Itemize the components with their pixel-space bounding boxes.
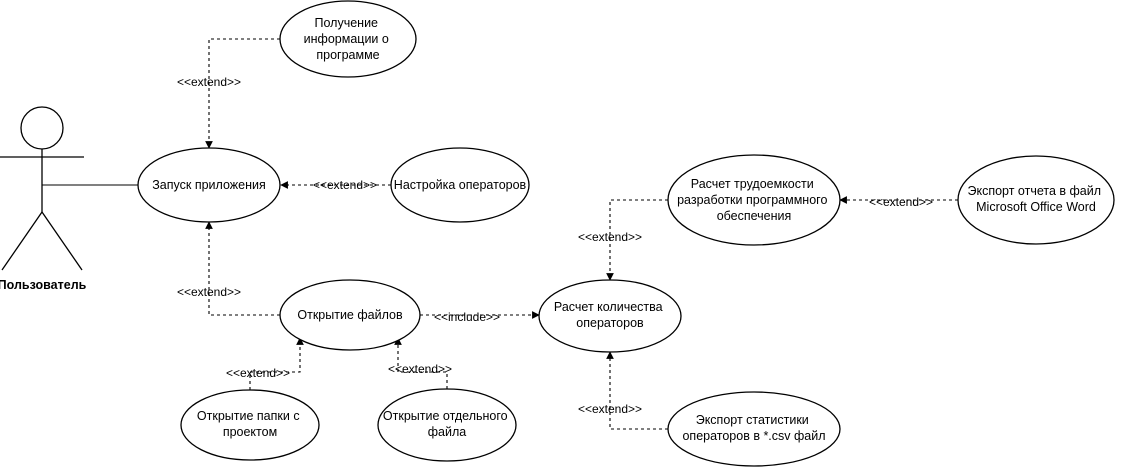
use-case-settings[interactable]: Настройка операторов bbox=[390, 147, 530, 223]
relation-info-extend[interactable]: <<extend>> bbox=[177, 38, 280, 149]
relation-labor-extend[interactable]: <<extend>> bbox=[578, 199, 668, 281]
actor-leg-right bbox=[41, 211, 83, 271]
relation-settings-extend[interactable]: <<extend>> bbox=[280, 178, 391, 192]
relation-line bbox=[394, 337, 448, 389]
svg-text:Открытие папки с проек: Открытие папки с проектом bbox=[197, 409, 303, 439]
relations-layer: <<extend>> <<extend>> <<extend>> <<inclu… bbox=[177, 38, 958, 430]
actor-leg-left bbox=[1, 211, 43, 271]
use-case-label-line: Открытие файлов bbox=[297, 308, 403, 322]
relation-openfiles-include[interactable]: <<include>> bbox=[420, 310, 540, 324]
relation-file-extend[interactable]: <<extend>> bbox=[388, 337, 452, 389]
relation-label: <<extend>> bbox=[177, 285, 241, 299]
use-cases-layer: Получение информации о программе Запуск … bbox=[137, 0, 1115, 467]
use-case-label-line: Настройка операторов bbox=[394, 178, 527, 192]
use-case-label-line: информации о bbox=[304, 32, 389, 46]
svg-text:Открытие файлов: Открытие файлов bbox=[297, 308, 403, 322]
relation-line bbox=[205, 221, 280, 316]
actor-head bbox=[20, 106, 64, 150]
relation-label: <<extend>> bbox=[313, 178, 377, 192]
use-case-label-line: обеспечения bbox=[717, 209, 792, 223]
use-case-label-line: Экспорт отчета в файл bbox=[967, 184, 1101, 198]
use-case-label-line: Открытие отдельного bbox=[383, 409, 508, 423]
relation-line bbox=[205, 38, 280, 149]
actor-user[interactable]: Пользователь bbox=[0, 106, 87, 292]
relation-label: <<include>> bbox=[434, 310, 500, 324]
relation-line bbox=[606, 199, 668, 281]
use-case-label-line: программе bbox=[316, 48, 379, 62]
relation-csv-extend[interactable]: <<extend>> bbox=[578, 351, 668, 430]
use-case-info[interactable]: Получение информации о программе bbox=[279, 0, 417, 78]
use-case-open-files[interactable]: Открытие файлов bbox=[279, 279, 421, 351]
relation-label: <<extend>> bbox=[226, 366, 290, 380]
use-case-label-line: Экспорт статистики bbox=[696, 413, 809, 427]
use-case-label-line: Запуск приложения bbox=[152, 178, 266, 192]
use-case-open-folder[interactable]: Открытие папки с проектом bbox=[180, 389, 320, 461]
use-case-label-line: разработки программного bbox=[677, 193, 827, 207]
relation-word-extend[interactable]: <<extend>> bbox=[839, 195, 958, 209]
relation-line bbox=[606, 351, 668, 430]
use-case-label-line: Открытие папки с bbox=[197, 409, 300, 423]
use-case-label-line: Расчет трудоемкости bbox=[691, 177, 814, 191]
use-case-label-line: Microsoft Office Word bbox=[976, 200, 1096, 214]
svg-text:Экспорт отчета в файл: Экспорт отчета в файл Microsoft Office W… bbox=[967, 184, 1104, 214]
relation-folder-extend[interactable]: <<extend>> bbox=[226, 337, 304, 390]
relation-label: <<extend>> bbox=[578, 402, 642, 416]
use-case-export-csv[interactable]: Экспорт статистики операторов в *.csv фа… bbox=[667, 391, 841, 467]
svg-text:Запуск приложения: Запуск приложения bbox=[152, 178, 266, 192]
use-case-count-operators[interactable]: Расчет количества операторов bbox=[538, 279, 682, 353]
svg-text:Расчет количества опер: Расчет количества операторов bbox=[554, 300, 666, 330]
svg-text:Получение информации о: Получение информации о программе bbox=[304, 16, 393, 62]
use-case-label-line: проектом bbox=[223, 425, 277, 439]
relation-label: <<extend>> bbox=[869, 195, 933, 209]
use-case-labor-estimate[interactable]: Расчет трудоемкости разработки программн… bbox=[667, 154, 841, 246]
relation-line bbox=[249, 337, 304, 390]
use-case-export-word[interactable]: Экспорт отчета в файл Microsoft Office W… bbox=[957, 155, 1115, 245]
relation-label: <<extend>> bbox=[388, 362, 452, 376]
relation-openfiles-extend[interactable]: <<extend>> bbox=[177, 221, 280, 316]
actor-label: Пользователь bbox=[0, 278, 87, 292]
use-case-label-line: операторов bbox=[576, 316, 644, 330]
use-case-open-file[interactable]: Открытие отдельного файла bbox=[377, 388, 517, 462]
use-case-launch[interactable]: Запуск приложения bbox=[137, 147, 281, 223]
svg-text:Настройка операторов: Настройка операторов bbox=[394, 178, 527, 192]
use-case-label-line: Получение bbox=[315, 16, 379, 30]
relation-label: <<extend>> bbox=[177, 75, 241, 89]
svg-text:Открытие отдельного фа: Открытие отдельного файла bbox=[383, 409, 511, 439]
use-case-label-line: операторов в *.csv файл bbox=[682, 429, 825, 443]
use-case-label-line: Расчет количества bbox=[554, 300, 663, 314]
svg-text:Экспорт статистики опе: Экспорт статистики операторов в *.csv фа… bbox=[682, 413, 825, 443]
relation-label: <<extend>> bbox=[578, 230, 642, 244]
svg-text:Расчет трудоемкости ра: Расчет трудоемкости разработки программн… bbox=[677, 177, 831, 223]
use-case-label-line: файла bbox=[428, 425, 467, 439]
